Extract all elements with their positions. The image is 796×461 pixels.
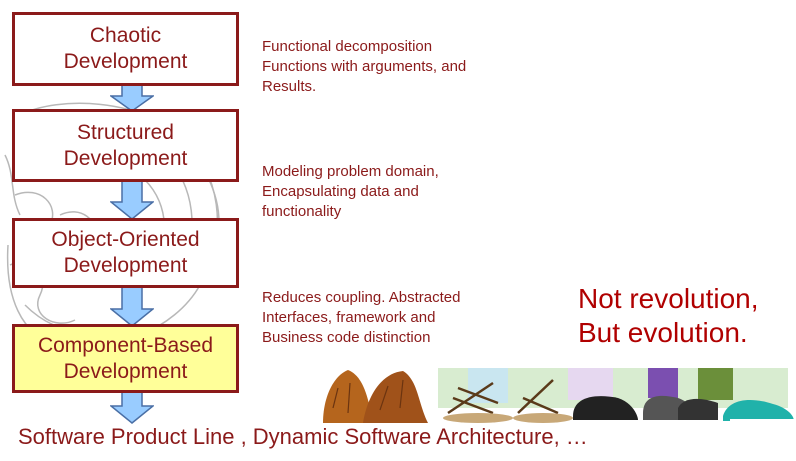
description-component-based: Reduces coupling. Abstracted Interfaces,…: [262, 288, 460, 348]
description-line: Functions with arguments, and: [262, 58, 467, 75]
description-object-oriented: Modeling problem domain, Encapsulating d…: [262, 162, 439, 222]
description-line: Business code distinction: [262, 329, 431, 346]
stage-structured: Structured Development: [12, 109, 239, 182]
stage-line: Object-Oriented: [51, 228, 200, 251]
description-line: Functional decomposition: [262, 38, 433, 55]
arrow-down-icon: [110, 285, 154, 327]
description-line: Modeling problem domain,: [262, 163, 439, 180]
description-line: Results.: [262, 78, 317, 95]
arrow-down-icon: [110, 84, 154, 112]
stage-line: Chaotic: [89, 24, 162, 47]
slogan-line: But evolution.: [578, 317, 748, 348]
stage-chaotic: Chaotic Development: [12, 12, 239, 86]
stage-line: Development: [63, 359, 188, 383]
stage-component-based: Component-Based Development: [12, 324, 239, 393]
stage-line: Development: [63, 50, 188, 73]
description-line: Interfaces, framework and: [262, 309, 436, 326]
stage-line: Development: [63, 254, 188, 277]
description-line: Reduces coupling. Abstracted: [262, 289, 461, 306]
arrow-down-icon: [110, 390, 154, 424]
evolving-feet-clipart: [323, 368, 794, 423]
slogan: Not revolution, But evolution.: [578, 282, 759, 350]
stage-line: Component-Based: [37, 333, 214, 357]
stage-object-oriented: Object-Oriented Development: [12, 218, 239, 288]
stage-line: Development: [63, 146, 188, 170]
arrow-down-icon: [110, 180, 154, 220]
description-line: Encapsulating data and: [262, 183, 419, 200]
stage-line: Structured: [77, 120, 174, 144]
description-structured: Functional decomposition Functions with …: [262, 37, 466, 97]
slogan-line: Not revolution,: [578, 283, 759, 314]
future-directions-text: Software Product Line , Dynamic Software…: [18, 424, 588, 449]
description-line: functionality: [262, 203, 342, 220]
